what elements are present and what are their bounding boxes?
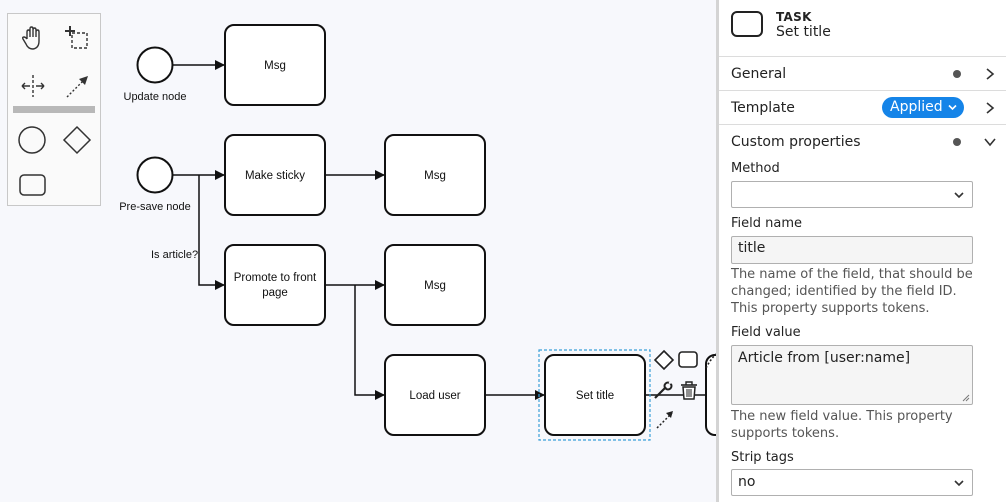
data-marker-dot (953, 70, 961, 78)
data-marker-dot (953, 138, 961, 146)
task-next-partial[interactable] (705, 354, 718, 436)
task-label-line2: page (262, 287, 288, 299)
resize-grip-icon[interactable] (961, 393, 970, 402)
field-value-textarea[interactable]: Article from [user:name] (731, 345, 973, 405)
group-title: Template (731, 100, 795, 116)
task-set-title[interactable]: Set title (544, 354, 646, 436)
group-general[interactable]: General (719, 57, 1006, 91)
lasso-tool-icon[interactable] (57, 18, 97, 58)
task-icon (731, 11, 763, 37)
properties-panel: TASK Set title General Template Applied … (716, 0, 1006, 502)
method-label: Method (731, 161, 780, 176)
tool-palette (7, 13, 101, 206)
template-applied-badge[interactable]: Applied (882, 97, 964, 118)
group-template[interactable]: Template Applied (719, 91, 1006, 125)
task-label: Msg (264, 60, 286, 72)
group-title: General (731, 66, 787, 82)
palette-separator (13, 106, 95, 113)
event-label-update: Update node (124, 91, 187, 103)
field-value-text: Article from [user:name] (738, 350, 911, 366)
task-load-user[interactable]: Load user (384, 354, 486, 436)
task-label: Msg (424, 280, 446, 292)
event-label-presave: Pre-save node (119, 201, 191, 213)
flow-promote-to-loaduser[interactable] (354, 285, 385, 400)
trash-icon[interactable] (681, 381, 697, 400)
task-msg-1[interactable]: Msg (224, 24, 326, 106)
strip-tags-value: no (738, 474, 756, 490)
connect-tool-icon[interactable] (57, 66, 97, 106)
sequence-flows (172, 60, 706, 400)
create-start-event-icon[interactable] (12, 120, 52, 160)
task-msg-2[interactable]: Msg (384, 134, 486, 216)
field-value-label: Field value (731, 325, 801, 340)
chevron-right-icon (986, 68, 995, 80)
connect-arrow-icon[interactable] (656, 411, 673, 429)
custom-properties-body: Method Field name title The name of the … (719, 159, 1006, 502)
append-intermediate-icon[interactable] (705, 353, 717, 369)
strip-tags-label: Strip tags (731, 450, 794, 465)
start-event-presave[interactable] (136, 156, 174, 194)
field-name-help: The name of the field, that should be ch… (731, 267, 973, 316)
chevron-down-icon (948, 104, 957, 111)
append-gateway-icon[interactable] (653, 349, 675, 371)
selection-outline (538, 349, 651, 441)
field-value-help: The new field value. This property suppo… (731, 409, 953, 441)
task-label: Load user (409, 390, 460, 402)
task-label: Set title (576, 390, 614, 402)
task-make-sticky[interactable]: Make sticky (224, 134, 326, 216)
group-custom-properties[interactable]: Custom properties (719, 125, 1006, 159)
start-event-update[interactable] (136, 46, 174, 84)
task-label: Msg (424, 170, 446, 182)
task-label-line1: Promote to front (234, 272, 317, 284)
panel-header: TASK Set title (719, 0, 1006, 57)
create-gateway-icon[interactable] (57, 120, 97, 160)
task-msg-3[interactable]: Msg (384, 244, 486, 326)
create-task-icon[interactable] (12, 165, 52, 205)
badge-label: Applied (890, 99, 943, 115)
chevron-right-icon (986, 102, 995, 114)
space-tool-icon[interactable] (13, 66, 53, 106)
context-pad (653, 349, 717, 429)
field-name-input[interactable]: title (731, 236, 973, 264)
chevron-down-icon (954, 192, 964, 199)
method-select[interactable] (731, 181, 973, 208)
diagram-canvas[interactable]: Update node Pre-save node Is article? Ms… (0, 0, 718, 502)
chevron-down-icon (954, 480, 964, 487)
chevron-down-icon (984, 138, 996, 147)
element-name: Set title (776, 24, 831, 40)
strip-tags-select[interactable]: no (731, 469, 973, 496)
group-title: Custom properties (731, 134, 861, 150)
task-promote-front-page[interactable]: Promote to front page (224, 244, 326, 326)
flow-presave-to-promote[interactable] (198, 175, 225, 290)
task-label: Make sticky (245, 170, 305, 182)
wrench-icon[interactable] (654, 381, 674, 399)
append-task-icon[interactable] (678, 351, 698, 368)
bpmn-diagram[interactable]: Update node Pre-save node Is article? Ms… (0, 0, 718, 502)
hand-tool-icon[interactable] (13, 18, 53, 58)
field-name-label: Field name (731, 216, 803, 231)
element-type: TASK (776, 10, 812, 24)
flow-label-is-article: Is article? (151, 249, 198, 261)
